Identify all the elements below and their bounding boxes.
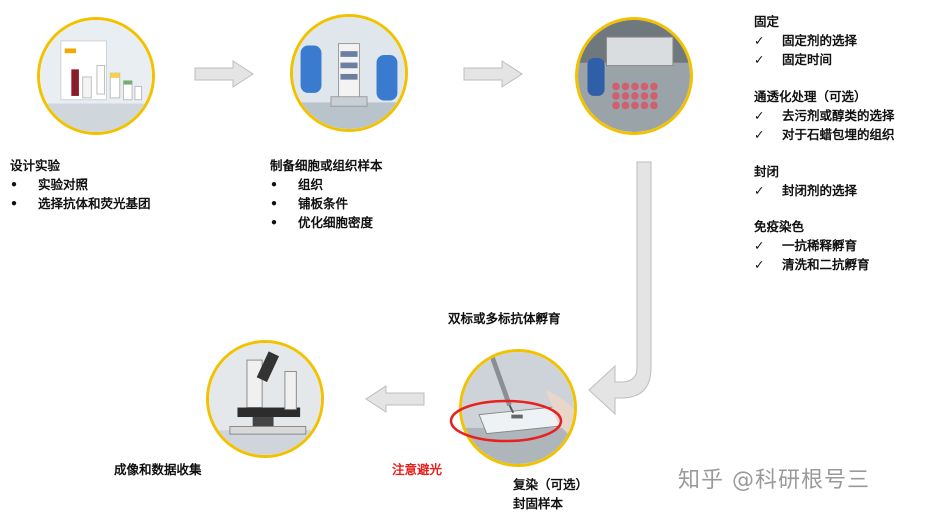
list-item: ✓固定时间 [754,52,833,67]
list-item: •铺板条件 [270,196,349,211]
highlight-ellipse [449,399,563,443]
kit-photo [37,17,155,135]
immunostain-step: 免疫染色 ✓一抗稀释孵育 ✓清洗和二抗孵育 [754,217,870,274]
counterstain-line: 复染（可选） [513,477,589,492]
bullet-icon: • [270,215,278,230]
bullet-icon: • [10,177,18,192]
list-item: •选择抗体和荧光基团 [10,196,151,211]
list-item: •组织 [270,177,324,192]
arrow-bend-icon [588,161,652,416]
microscope-photo [206,340,324,458]
counterstain-step: 复染（可选） 封固样本 [513,475,588,513]
check-icon: ✓ [754,238,765,253]
fix-step: 固定 ✓固定剂的选择 ✓固定时间 [754,12,857,69]
slide-photo [459,349,577,467]
plate-photo [575,17,693,135]
list-item: ✓封闭剂的选择 [754,183,858,198]
design-step: 设计实验 •实验对照 •选择抗体和荧光基团 [10,156,151,213]
prep-title: 制备细胞或组织样本 [270,158,383,173]
check-icon: ✓ [754,183,765,198]
list-item: ✓清洗和二抗孵育 [754,257,870,272]
bullet-icon: • [270,196,278,211]
permeabilize-step: 通透化处理（可选） ✓去污剂或醇类的选择 ✓对于石蜡包埋的组织 [754,87,895,144]
sample-prep-photo [290,14,408,132]
imaging-title: 成像和数据收集 [114,462,202,477]
prep-step: 制备细胞或组织样本 •组织 •铺板条件 •优化细胞密度 [270,156,383,232]
check-icon: ✓ [754,127,765,142]
bullet-icon: • [10,196,18,211]
warning-text: 注意避光 [392,462,443,477]
list-item: ✓一抗稀释孵育 [754,238,858,253]
fix-group-title: 固定 [754,14,780,29]
arrow-right-icon [463,60,523,88]
counterstain-line: 封固样本 [513,496,564,511]
fix-group-title: 免疫染色 [754,219,805,234]
check-icon: ✓ [754,108,765,123]
list-item: ✓固定剂的选择 [754,33,858,48]
incubate-title: 双标或多标抗体孵育 [448,311,561,326]
block-step: 封闭 ✓封闭剂的选择 [754,162,857,200]
check-icon: ✓ [754,257,765,272]
list-item: •实验对照 [10,177,89,192]
list-item: ✓对于石蜡包埋的组织 [754,127,895,142]
check-icon: ✓ [754,52,765,67]
list-item: ✓去污剂或醇类的选择 [754,108,895,123]
fix-group-title: 通透化处理（可选） [754,89,867,104]
check-icon: ✓ [754,33,765,48]
bullet-icon: • [270,177,278,192]
list-item: •优化细胞密度 [270,215,374,230]
design-title: 设计实验 [10,158,61,173]
arrow-right-icon [194,60,254,88]
fix-group-title: 封闭 [754,164,780,179]
arrow-left-icon [365,385,425,413]
watermark: 知乎 @科研根号三 [678,468,870,493]
